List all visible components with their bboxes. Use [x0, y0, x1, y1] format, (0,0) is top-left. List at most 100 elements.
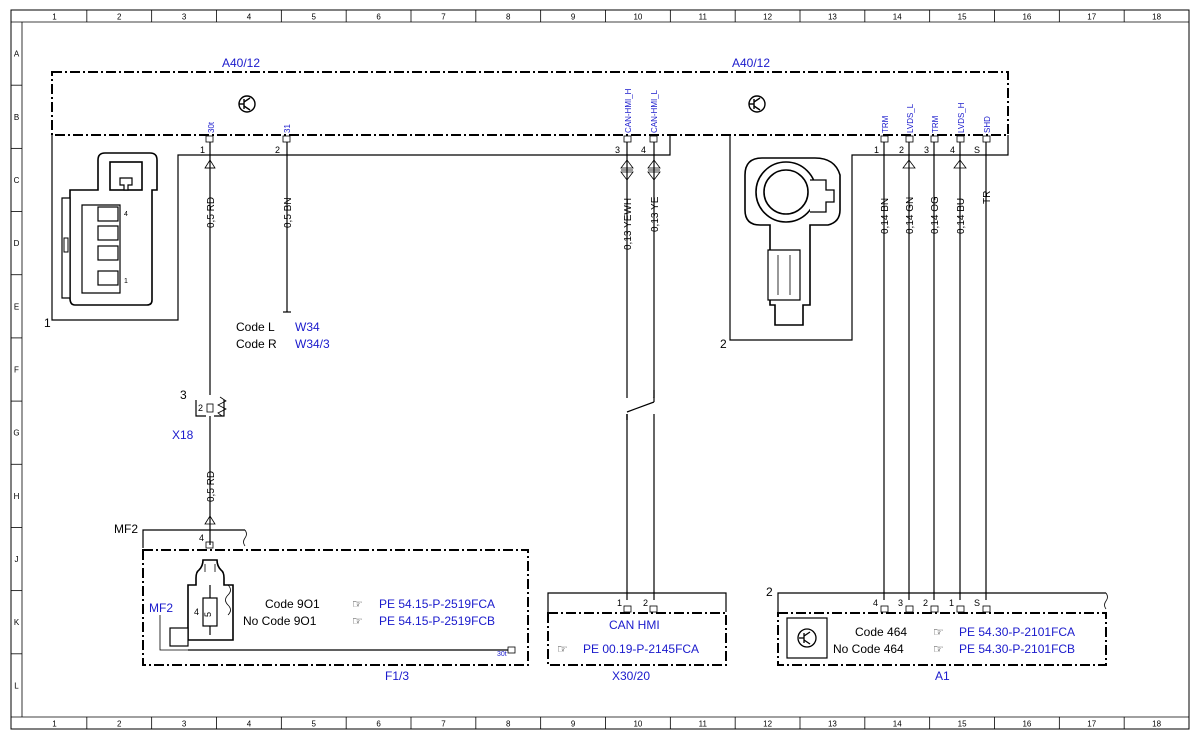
grid-column-label: 12	[763, 13, 772, 22]
grid-column-label: 13	[828, 13, 837, 22]
grid-column-label: 2	[117, 720, 122, 729]
pin-label: 30t	[497, 651, 507, 658]
grid-column-label: 3	[182, 13, 187, 22]
hand-pointer-icon: ☞	[933, 642, 944, 656]
grid-column-label: 1	[52, 13, 57, 22]
wire-label: 0,13 YE	[650, 196, 661, 232]
grid-column-label: 10	[633, 13, 642, 22]
grid-column-label: 18	[1152, 13, 1161, 22]
hand-pointer-icon: ☞	[933, 625, 944, 639]
grid-column-label: 10	[633, 720, 642, 729]
wire-label: 0,5 RD	[206, 471, 217, 502]
grid-row-label: C	[14, 176, 20, 185]
pin-number: 1	[949, 598, 954, 608]
grid-column-label: 9	[571, 720, 576, 729]
grid-column-label: 6	[376, 13, 381, 22]
grid-column-label: 18	[1152, 720, 1161, 729]
connector-2-image	[744, 157, 841, 326]
x18-label[interactable]: X18	[172, 428, 194, 442]
transistor-icon	[748, 95, 766, 113]
grid-row-label: E	[14, 302, 19, 311]
pin-number: 4	[873, 598, 878, 608]
grid-row-label: J	[15, 555, 19, 564]
x18-connector[interactable]	[195, 396, 227, 417]
pin-number: 3	[615, 145, 620, 155]
module-left-label[interactable]: A40/12	[222, 56, 260, 70]
code-r-link[interactable]: W34/3	[295, 337, 330, 351]
code-l-label: Code L	[236, 320, 275, 334]
pin-label: 31	[283, 124, 292, 133]
pin-number: 1	[200, 145, 205, 155]
grid-column-label: 5	[312, 720, 317, 729]
grid-row-label: D	[14, 239, 20, 248]
grid-column-label: 12	[763, 720, 772, 729]
pin-number: 4	[641, 145, 646, 155]
module-a40-12-box	[51, 71, 1009, 136]
grid-column-label: 7	[441, 720, 446, 729]
a1-code-b: No Code 464	[833, 642, 904, 656]
grid-column-label: 2	[117, 13, 122, 22]
grid-column-label: 17	[1087, 720, 1096, 729]
pin-number: 2	[275, 145, 280, 155]
pin-number: 1	[617, 598, 622, 608]
grid-column-label: 1	[52, 720, 57, 729]
wire-label: 0,5 RD	[206, 197, 217, 228]
connector-2-outline	[729, 135, 1009, 341]
pin-number: 3	[924, 145, 929, 155]
fuse-icon[interactable]	[159, 559, 234, 651]
grid-column-label: 14	[893, 13, 902, 22]
fuse-number: 4	[194, 607, 199, 617]
pin-label: TRM	[931, 115, 940, 133]
connector-2-ref: 2	[720, 337, 727, 351]
hand-pointer-icon: ☞	[557, 642, 568, 656]
mf2-label: MF2	[114, 522, 138, 536]
f13-code-b: No Code 9O1	[243, 614, 317, 628]
pin-label: TRM	[881, 115, 890, 133]
pin-number: 2	[643, 598, 648, 608]
f13-label[interactable]: F1/3	[385, 669, 409, 683]
hand-pointer-icon: ☞	[352, 614, 363, 628]
mf2-inner-label[interactable]: MF2	[149, 601, 173, 615]
fuse-box-f1-3	[142, 549, 529, 666]
x30-20-title[interactable]: CAN HMI	[609, 618, 660, 632]
x30-20-label[interactable]: X30/20	[612, 669, 650, 683]
pin-number: 1	[874, 145, 879, 155]
module-right-label[interactable]: A40/12	[732, 56, 770, 70]
a1-item-number: 2	[766, 585, 773, 599]
grid-column-label: 13	[828, 720, 837, 729]
grid-column-label: 7	[441, 13, 446, 22]
grid-column-label: 8	[506, 720, 511, 729]
pin-label: 30t	[207, 121, 216, 133]
pin-label: LVDS_L	[906, 103, 915, 133]
grid-column-label: 3	[182, 720, 187, 729]
grid-column-label: 11	[699, 720, 708, 729]
transistor-icon	[238, 95, 256, 113]
grid-column-label: 8	[506, 13, 511, 22]
grid-column-label: 4	[247, 13, 252, 22]
pin-number: S	[974, 145, 980, 155]
a1-box	[777, 612, 1107, 666]
code-l-link[interactable]: W34	[295, 320, 320, 334]
grid-column-label: 15	[958, 720, 967, 729]
code-r-label: Code R	[236, 337, 277, 351]
grid-column-label: 14	[893, 720, 902, 729]
a1-ref-b-link[interactable]: PE 54.30-P-2101FCB	[959, 642, 1075, 656]
f13-ref-b-link[interactable]: PE 54.15-P-2519FCB	[379, 614, 495, 628]
direction-arrow-icon	[902, 159, 967, 169]
a1-label[interactable]: A1	[935, 669, 950, 683]
grid-row-label: A	[14, 50, 20, 59]
a1-ref-a-link[interactable]: PE 54.30-P-2101FCA	[959, 625, 1075, 639]
pin-number: 3	[898, 598, 903, 608]
pin-number: 4	[950, 145, 955, 155]
pin-number: S	[974, 598, 980, 608]
grid-column-label: 11	[699, 13, 708, 22]
hand-pointer-icon: ☞	[352, 597, 363, 611]
f13-ref-a-link[interactable]: PE 54.15-P-2519FCA	[379, 597, 495, 611]
wire-label: 0,13 YEWH	[623, 198, 634, 250]
x30-20-ref-link[interactable]: PE 00.19-P-2145FCA	[583, 642, 699, 656]
wire-label: 0,5 BN	[283, 197, 294, 228]
f13-code-a: Code 9O1	[265, 597, 320, 611]
